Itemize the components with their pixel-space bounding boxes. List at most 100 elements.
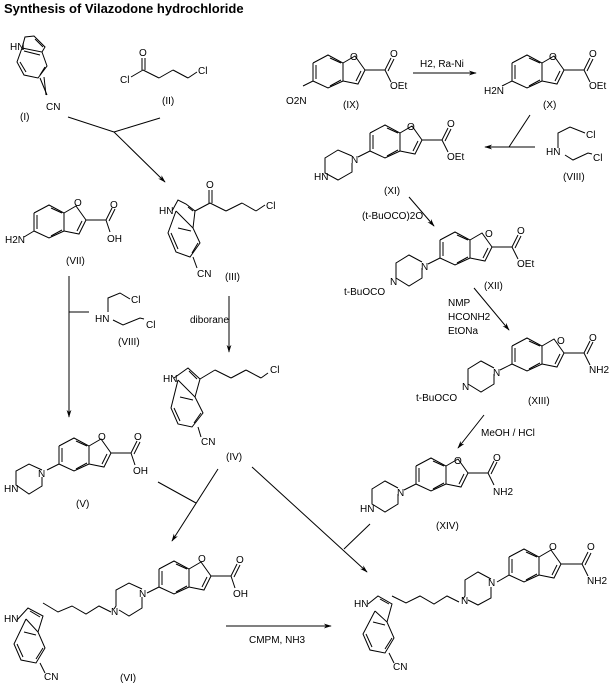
atom-label: HN — [354, 599, 368, 610]
atom-label: O — [549, 542, 557, 553]
atom-label: O — [589, 333, 597, 344]
atom-label: OEt — [589, 81, 606, 92]
atom-label: O — [493, 453, 501, 464]
atom-label: O — [110, 200, 118, 211]
atom-label: HN — [360, 504, 374, 515]
atom-label: t-BuOCO — [344, 287, 385, 298]
atom-label: O — [198, 554, 206, 565]
compound-label-VIII-left: (VIII) — [118, 337, 140, 348]
reaction-arrow-X-VIII-to-XI — [484, 114, 535, 150]
atom-label: CN — [197, 269, 211, 280]
atom-label: O — [557, 336, 565, 347]
reagent-diborane: diborane — [190, 315, 229, 326]
compound-label-XIV: (XIV) — [436, 521, 459, 532]
atom-label: O — [517, 226, 525, 237]
atom-label: N — [139, 589, 146, 600]
atom-label: O — [139, 48, 147, 59]
atom-label: N — [351, 155, 358, 166]
compound-V: O O OH N HN (V) — [4, 432, 148, 510]
atom-label: O — [407, 122, 415, 133]
reagent-nmp: NMP — [448, 298, 471, 309]
atom-label: HN — [4, 484, 18, 495]
atom-label: HN — [163, 374, 177, 385]
reaction-arrow-XIII-to-XIV: MeOH / HCl — [457, 414, 535, 449]
reaction-arrow-III-to-IV: diborane — [190, 296, 232, 353]
atom-label: OH — [133, 466, 148, 477]
atom-label: Cl — [593, 153, 602, 164]
compound-label-VII: (VII) — [66, 256, 85, 267]
atom-label: H2N — [484, 86, 504, 97]
atom-label: OH — [233, 589, 248, 600]
reagent-etona: EtONa — [448, 326, 478, 337]
atom-label: Cl — [266, 201, 275, 212]
reagent-boc2o: (t-BuOCO)2O — [362, 211, 423, 222]
atom-label: OEt — [517, 259, 534, 270]
compound-XIII: O O NH2 N N t-BuOCO (XIII) — [416, 333, 609, 407]
atom-label: NH2 — [587, 576, 607, 587]
atom-label: HN — [10, 42, 24, 53]
compound-XIV: O O NH2 N HN (XIV) — [360, 453, 513, 532]
compound-label-V: (V) — [76, 499, 89, 510]
atom-label: O — [589, 49, 597, 60]
atom-label: HN — [95, 314, 109, 325]
compound-XI: O O OEt N HN (XI) — [314, 119, 464, 197]
atom-label: HN — [314, 172, 328, 183]
atom-label: NH2 — [589, 365, 609, 376]
compound-IV: HN Cl CN (IV) — [163, 365, 279, 463]
atom-label: O — [485, 229, 493, 240]
atom-label: N — [397, 488, 404, 499]
atom-label: N — [111, 607, 118, 618]
atom-label: O2N — [286, 96, 307, 107]
compound-label-I: (I) — [20, 112, 29, 123]
atom-label: Cl — [270, 365, 279, 376]
reaction-arrow-IV-XIV-to-product — [251, 466, 371, 573]
atom-label: CN — [46, 102, 60, 113]
atom-label: N — [421, 262, 428, 273]
atom-label: O — [549, 52, 557, 63]
atom-label: OEt — [390, 81, 407, 92]
compound-label-III: (III) — [225, 272, 240, 283]
atom-label: O — [350, 52, 358, 63]
compound-III: HN O Cl CN (III) — [159, 180, 275, 283]
atom-label: CN — [44, 672, 58, 683]
atom-label: N — [493, 368, 500, 379]
atom-label: O — [447, 119, 455, 130]
atom-label: O — [74, 198, 82, 209]
atom-label: HN — [159, 206, 173, 217]
atom-label: Cl — [198, 66, 207, 77]
reagent-h2-rani: H2, Ra-Ni — [420, 59, 464, 70]
compound-VIII-left: HN Cl Cl (VIII) — [95, 292, 155, 348]
reaction-arrow-IV-V-to-VI — [157, 468, 219, 542]
compound-I: HN CN (I) — [10, 35, 60, 123]
compound-label-VIII-right: (VIII) — [563, 172, 585, 183]
atom-label: Cl — [120, 75, 129, 86]
atom-label: N — [390, 277, 397, 288]
compound-X: O O OEt H2N (X) — [484, 49, 606, 111]
compound-label-XIII: (XIII) — [528, 396, 550, 407]
atom-label: HN — [4, 614, 18, 625]
atom-label: O — [98, 432, 106, 443]
atom-label: OEt — [447, 152, 464, 163]
compound-label-VI: (VI) — [120, 673, 136, 684]
compound-VII: O O OH H2N (VII) — [5, 198, 122, 267]
compound-XII: O O OEt N N t-BuOCO (XII) — [344, 226, 534, 298]
atom-label: NH2 — [493, 487, 513, 498]
reagent-cmpm-nh3: CMPM, NH3 — [249, 635, 306, 646]
atom-label: Cl — [146, 320, 155, 331]
atom-label: CN — [201, 437, 215, 448]
atom-label: HN — [546, 147, 560, 158]
compound-IX: O O OEt O2N (IX) — [286, 49, 407, 111]
reagent-hconh2: HCONH2 — [448, 312, 491, 323]
reaction-arrow-XI-to-XII: (t-BuOCO)2O — [362, 196, 435, 227]
compound-label-XII: (XII) — [484, 281, 503, 292]
atom-label: O — [206, 180, 214, 191]
atom-label: O — [587, 542, 595, 553]
reagent-meoh-hcl: MeOH / HCl — [481, 428, 535, 439]
atom-label: t-BuOCO — [416, 393, 457, 404]
atom-label: N — [488, 578, 495, 589]
reaction-arrow-VII-VIII-to-V — [66, 276, 89, 418]
compound-VI: HN CN N N O O OH (VI) — [4, 554, 248, 684]
atom-label: O — [236, 555, 244, 566]
reaction-arrow-XII-to-XIII: NMP HCONH2 EtONa — [448, 287, 510, 337]
